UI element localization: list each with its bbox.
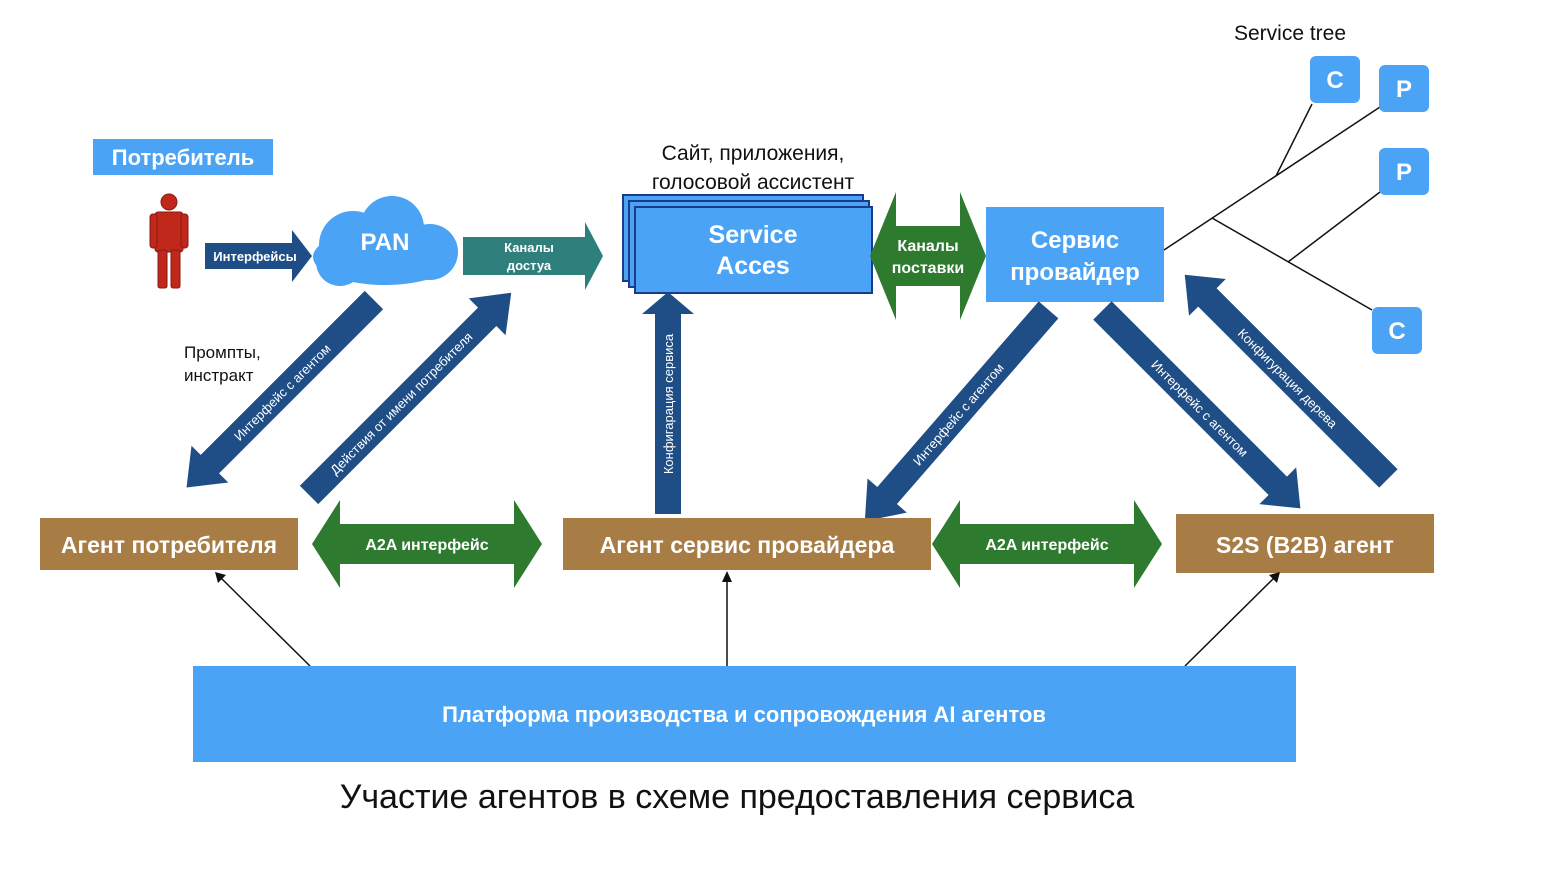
a2a-right-arrow (932, 500, 1162, 588)
consumer-agent-box (40, 518, 298, 570)
agent-interface-left-arrow: Интерфейс с агентом (186, 290, 384, 488)
service-tree-title: Service tree (1234, 22, 1346, 45)
pan-label: PAN (361, 229, 410, 256)
svg-text:C: C (1326, 67, 1343, 94)
service-provider-label-2: провайдер (1010, 259, 1140, 286)
access-channels-arrow (463, 222, 603, 290)
a2a-left-label: A2A интерфейс (365, 537, 488, 554)
svg-text:Интерфейс с агентом: Интерфейс с агентом (910, 360, 1007, 468)
consumer-label-box (93, 139, 273, 175)
service-access-label-2: Acces (716, 252, 790, 280)
agent-interface-mid-arrow: Интерфейс с агентом (864, 301, 1059, 522)
service-tree-node-c1: C (1310, 56, 1360, 103)
person-icon (149, 193, 189, 289)
interfaces-label: Интерфейсы (213, 249, 297, 264)
svg-text:C: C (1388, 318, 1405, 345)
service-access-label-1: Service (709, 221, 798, 249)
service-tree-node-p2: P (1379, 148, 1429, 195)
service-tree-lines (1163, 103, 1381, 311)
service-access-caption-1: Сайт, приложения, (662, 142, 845, 165)
prompts-label-1: Промпты, (184, 343, 261, 362)
platform-label: Платформа производства и сопровождения A… (442, 702, 1046, 727)
access-channels-label-1: Каналы (504, 240, 554, 255)
service-access-box (622, 194, 873, 294)
delivery-channels-label-2: поставки (892, 260, 965, 277)
agent-interface-right-arrow: Интерфейс с агентом (1093, 301, 1301, 509)
consumer-label: Потребитель (112, 145, 254, 170)
service-tree-node-p1: P (1379, 65, 1429, 112)
service-access-caption-2: голосовой ассистент (652, 171, 855, 194)
platform-box (193, 666, 1296, 762)
svg-text:Конфигурация дерева: Конфигурация дерева (1235, 326, 1341, 432)
s2s-agent-label: S2S (B2B) агент (1216, 532, 1394, 558)
svg-text:Действия от имени потребителя: Действия от имени потребителя (327, 329, 475, 477)
a2a-left-arrow (312, 500, 542, 588)
svg-text:P: P (1396, 76, 1412, 103)
consumer-agent-label: Агент потребителя (61, 532, 277, 558)
svg-text:Интерфейс с агентом: Интерфейс с агентом (1148, 357, 1251, 460)
delivery-channels-label-1: Каналы (897, 238, 958, 255)
s2s-agent-box (1176, 514, 1434, 573)
svg-text:P: P (1396, 159, 1412, 186)
delivery-channels-arrow (870, 192, 986, 320)
service-provider-label-1: Сервис (1031, 227, 1119, 254)
prompts-label-2: инстракт (184, 366, 254, 385)
diagram-title: Участие агентов в схеме предоставления с… (340, 778, 1135, 816)
provider-agent-box (563, 518, 931, 570)
svg-text:Конфигарация сервиса: Конфигарация сервиса (661, 333, 676, 474)
service-tree-node-c2: C (1372, 307, 1422, 354)
cloud-icon (313, 196, 458, 286)
service-config-arrow: Конфигарация сервиса (642, 292, 694, 514)
access-channels-label-2: достуа (507, 258, 552, 273)
platform-connectors (215, 571, 1280, 667)
actions-on-behalf-arrow: Действия от имени потребителя (299, 292, 512, 505)
a2a-right-label: A2A интерфейс (985, 537, 1108, 554)
service-provider-box (986, 207, 1164, 302)
provider-agent-label: Агент сервис провайдера (600, 532, 895, 558)
tree-config-arrow: Конфигурация дерева (1184, 274, 1398, 488)
interfaces-arrow (205, 230, 312, 282)
